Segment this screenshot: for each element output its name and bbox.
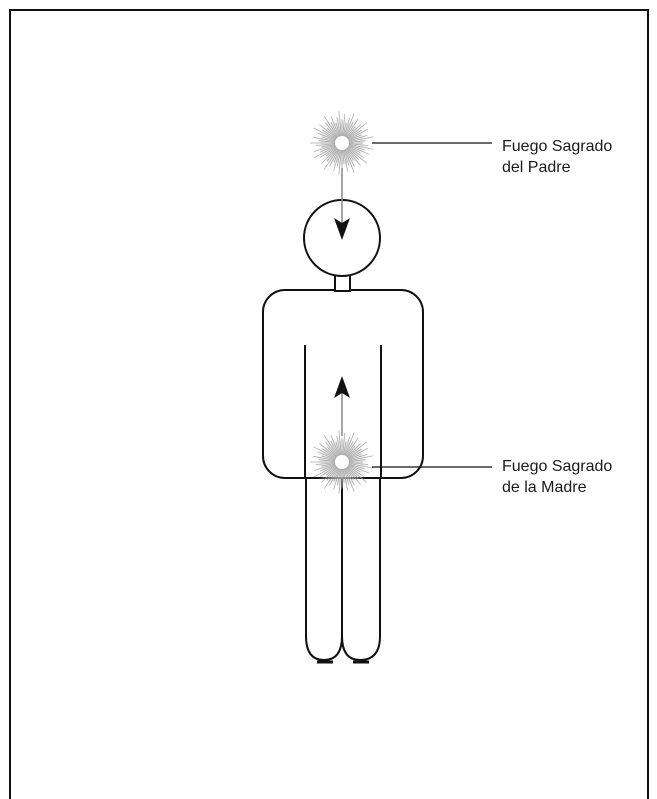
figure-legs bbox=[306, 478, 380, 660]
father-label-line1: Fuego Sagrado bbox=[502, 136, 612, 157]
father-sacred-fire-glow bbox=[310, 111, 373, 175]
father-label-line2: del Padre bbox=[502, 157, 612, 178]
father-fire-label: Fuego Sagrado del Padre bbox=[502, 136, 612, 178]
glow-core bbox=[335, 136, 349, 150]
right-leg bbox=[342, 478, 380, 660]
glow-core bbox=[335, 455, 349, 469]
mother-label-line1: Fuego Sagrado bbox=[502, 456, 612, 477]
mother-label-line2: de la Madre bbox=[502, 477, 612, 498]
mother-fire-label: Fuego Sagrado de la Madre bbox=[502, 456, 612, 498]
left-leg bbox=[306, 478, 342, 660]
